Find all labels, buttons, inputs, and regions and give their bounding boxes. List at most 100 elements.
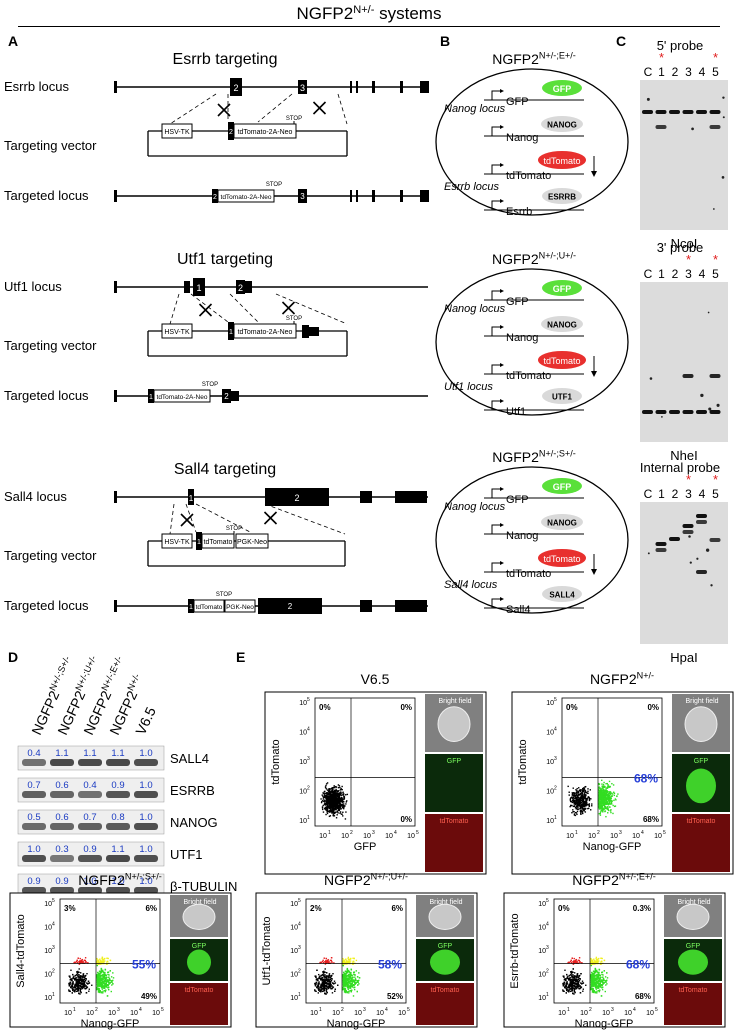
event-dot [580, 807, 582, 809]
exon-label: 1 [189, 494, 194, 503]
x-tick-exponent: 5 [416, 830, 419, 836]
event-dot [345, 980, 347, 983]
event-dot [325, 960, 327, 962]
quant-value: 0.4 [27, 748, 40, 759]
event-dot [80, 961, 82, 964]
y-tick-exponent: 5 [307, 697, 310, 703]
promoter-arrowhead [500, 363, 504, 367]
event-dot [342, 793, 345, 795]
event-dot [566, 983, 568, 985]
event-dot [326, 809, 329, 812]
enzyme-label: NcoI [671, 236, 698, 251]
event-dot [326, 804, 329, 806]
event-dot [110, 981, 112, 983]
event-dot [75, 977, 77, 980]
exon [148, 389, 154, 403]
event-dot [331, 793, 333, 795]
event-dot [320, 801, 323, 804]
event-dot [353, 980, 355, 982]
quant-value: 1.1 [111, 844, 124, 855]
event-dot [591, 974, 593, 977]
event-dot [337, 984, 339, 986]
event-dot [345, 990, 347, 993]
event-dot [80, 979, 82, 982]
event-dot [76, 982, 79, 984]
event-dot [609, 794, 611, 796]
event-dot [593, 972, 595, 975]
event-dot [341, 797, 343, 799]
blot-speck [688, 535, 691, 538]
event-dot [601, 785, 603, 787]
event-dot [608, 799, 610, 802]
event-dot [600, 792, 603, 794]
event-dot [590, 809, 592, 811]
event-dot [340, 796, 343, 799]
event-dot [593, 973, 595, 976]
event-dot [343, 797, 346, 799]
lane-label: 3 [685, 267, 692, 281]
event-dot [344, 970, 347, 972]
event-dot [573, 805, 576, 807]
event-dot [337, 790, 339, 793]
event-dot [326, 805, 328, 808]
event-dot [329, 808, 332, 810]
event-dot [600, 793, 602, 795]
event-dot [69, 981, 72, 984]
event-dot [581, 804, 583, 807]
event-dot [572, 805, 575, 808]
x-tick-exponent: 4 [641, 830, 644, 836]
event-dot [330, 957, 333, 959]
event-dot [594, 967, 597, 970]
event-dot [348, 975, 350, 977]
event-dot [610, 799, 612, 802]
event-dot [583, 804, 586, 806]
event-dot [340, 808, 342, 810]
event-dot [568, 984, 570, 986]
label-superscript: N+/-;S+/- [539, 448, 576, 458]
event-dot [603, 800, 605, 803]
event-dot [350, 977, 352, 979]
event-dot [570, 984, 573, 986]
exon-label: 2 [294, 493, 299, 503]
tdtomato-badge-label: tdTomato [543, 156, 580, 166]
western-band [50, 887, 74, 894]
event-dot [319, 961, 321, 964]
event-dot [338, 792, 340, 794]
locus-start [114, 390, 117, 402]
event-dot [339, 806, 342, 808]
event-dot [68, 989, 70, 991]
event-dot [78, 981, 80, 983]
event-dot [327, 987, 330, 990]
event-dot [81, 975, 83, 977]
probe-label: 5' probe [657, 38, 704, 53]
event-dot [96, 977, 98, 979]
event-dot [573, 962, 575, 964]
event-dot [569, 983, 571, 986]
event-dot [333, 790, 336, 792]
y-tick-exponent: 3 [307, 756, 310, 762]
event-dot [80, 991, 82, 994]
event-dot [598, 957, 600, 960]
event-dot [586, 803, 588, 805]
event-dot [326, 804, 328, 807]
event-dot [597, 971, 599, 974]
event-dot [97, 987, 99, 989]
event-dot [104, 982, 106, 985]
event-dot [605, 800, 608, 802]
event-dot [77, 974, 79, 976]
event-dot [586, 792, 588, 794]
event-dot [574, 988, 576, 990]
event-dot [80, 982, 82, 985]
x-tick-label: 10 [319, 833, 327, 840]
event-dot [567, 990, 570, 992]
event-dot [330, 797, 332, 800]
event-dot [78, 992, 80, 994]
event-dot [100, 990, 102, 993]
quant-value: 1.1 [111, 748, 124, 759]
event-dot [578, 799, 581, 801]
recombination-cross [281, 301, 296, 315]
quadrant-percent: 0% [647, 703, 659, 712]
event-dot [97, 985, 99, 987]
event-dot [603, 786, 605, 788]
event-dot [598, 813, 601, 815]
